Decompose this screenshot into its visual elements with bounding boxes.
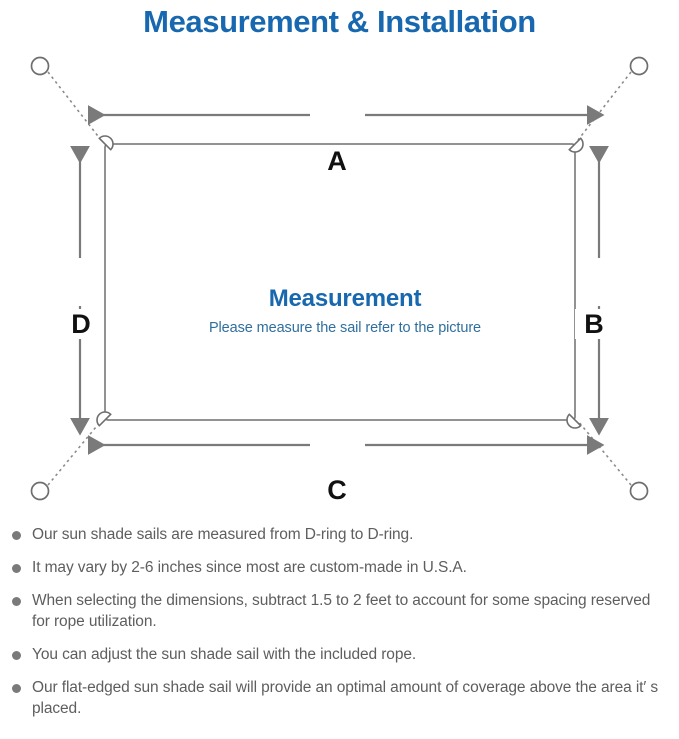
list-item: Our flat-edged sun shade sail will provi…	[0, 677, 679, 719]
dimension-label-c: C	[313, 475, 361, 505]
anchor-ring-top-left	[30, 56, 50, 76]
dimension-label-a: A	[313, 146, 361, 176]
d-ring-top-right	[568, 137, 584, 153]
note-text: You can adjust the sun shade sail with t…	[32, 646, 417, 663]
bullet-icon	[12, 597, 21, 606]
anchor-ring-top-right	[629, 56, 649, 76]
note-text: Our sun shade sails are measured from D-…	[32, 526, 414, 543]
measurement-diagram: A B C D Measurement Please measure the s…	[0, 48, 679, 518]
d-rings	[96, 135, 584, 429]
d-ring-bottom-right	[566, 413, 582, 429]
note-text: When selecting the dimensions, subtract …	[32, 592, 651, 630]
list-item: You can adjust the sun shade sail with t…	[0, 644, 679, 665]
bullet-icon	[12, 564, 21, 573]
note-text: Our flat-edged sun shade sail will provi…	[32, 679, 659, 717]
diagram-svg	[30, 56, 649, 501]
list-item: It may vary by 2-6 inches since most are…	[0, 557, 679, 578]
d-ring-bottom-left	[96, 411, 112, 427]
anchor-ring-bottom-left	[30, 481, 50, 501]
notes-list: Our sun shade sails are measured from D-…	[0, 524, 679, 731]
list-item: When selecting the dimensions, subtract …	[0, 590, 679, 632]
anchor-ring-bottom-right	[629, 481, 649, 501]
anchor-rings	[30, 56, 649, 501]
dimension-label-b: B	[575, 309, 613, 339]
rope-bottom-left	[47, 420, 102, 486]
note-text: It may vary by 2-6 inches since most are…	[32, 559, 467, 576]
bullet-icon	[12, 531, 21, 540]
rope-bottom-right	[577, 420, 632, 486]
rope-top-right	[577, 71, 632, 141]
dimension-label-d: D	[62, 309, 100, 339]
rope-top-left	[47, 71, 102, 141]
bullet-icon	[12, 684, 21, 693]
list-item: Our sun shade sails are measured from D-…	[0, 524, 679, 545]
page-title: Measurement & Installation	[143, 4, 536, 39]
d-ring-top-left	[98, 135, 114, 151]
sail-body	[104, 143, 576, 421]
bullet-icon	[12, 651, 21, 660]
